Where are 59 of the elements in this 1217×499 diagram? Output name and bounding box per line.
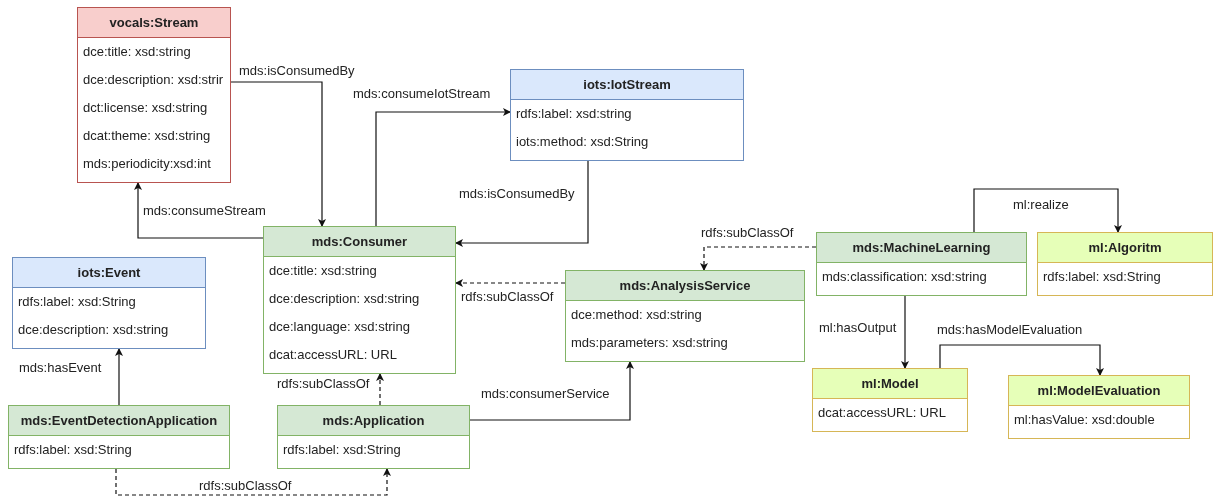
class-box (77, 7, 231, 183)
attribute-text: dce:description: xsd:string (18, 321, 169, 340)
attribute-text: dce:description: xsd:strir (83, 71, 224, 90)
class-name: mds:EventDetectionApplication (9, 406, 229, 436)
arrow (455, 160, 589, 247)
arrow (939, 344, 1104, 376)
class-name: mds:AnalysisService (566, 271, 804, 301)
arrow (230, 81, 326, 227)
attribute-text: mds:classification: xsd:string (822, 268, 987, 287)
edge-label: ml:hasOutput (818, 320, 898, 336)
class-box (1008, 375, 1190, 439)
class-box (263, 226, 456, 374)
class-box (12, 257, 206, 349)
attribute-text: rdfs:label: xsd:String (14, 441, 132, 460)
attribute-text: dcat:theme: xsd:string (83, 127, 211, 146)
attribute-text: dce:description: xsd:string (269, 290, 420, 309)
class-name: ml:ModelEvaluation (1009, 376, 1189, 406)
dashed-arrow (700, 246, 817, 271)
attribute-text: rdfs:label: xsd:String (1043, 268, 1161, 287)
attribute-text: dcat:accessURL: URL (269, 346, 397, 365)
class-box (277, 405, 470, 469)
dashed-arrow (115, 468, 391, 496)
class-box (565, 270, 805, 362)
edge-label: mds:isConsumedBy (458, 186, 576, 202)
class-box (1037, 232, 1213, 296)
attribute-text: rdfs:label: xsd:String (18, 293, 136, 312)
attribute-text: ml:hasValue: xsd:double (1014, 411, 1155, 430)
class-name: mds:Consumer (264, 227, 455, 257)
class-name: ml:Algoritm (1038, 233, 1212, 263)
arrow (134, 182, 264, 239)
attribute-text: dce:title: xsd:string (83, 43, 191, 62)
attribute-text: rdfs:label: xsd:string (516, 105, 632, 124)
attribute-text: dct:license: xsd:string (83, 99, 208, 118)
attribute-text: mds:parameters: xsd:string (571, 334, 728, 353)
edge-label: mds:isConsumedBy (238, 63, 356, 79)
class-box (816, 232, 1027, 296)
arrow (469, 361, 634, 421)
class-name: iots:Event (13, 258, 205, 288)
attribute-text: rdfs:label: xsd:String (283, 441, 401, 460)
class-name: ml:Model (813, 369, 967, 399)
attribute-text: dce:method: xsd:string (571, 306, 702, 325)
arrow (973, 188, 1122, 233)
arrow (375, 108, 511, 227)
class-name: mds:MachineLearning (817, 233, 1026, 263)
class-box (8, 405, 230, 469)
class-name: iots:IotStream (511, 70, 743, 100)
class-box (510, 69, 744, 161)
class-name: mds:Application (278, 406, 469, 436)
class-box (812, 368, 968, 432)
arrow (901, 295, 909, 369)
dashed-arrow (376, 373, 384, 406)
attribute-text: mds:periodicity:xsd:int (83, 155, 211, 174)
attribute-text: iots:method: xsd:String (516, 133, 649, 152)
dashed-arrow (455, 279, 566, 287)
attribute-text: dcat:accessURL: URL (818, 404, 946, 423)
arrow (115, 348, 123, 406)
attribute-text: dce:title: xsd:string (269, 262, 377, 281)
attribute-text: dce:language: xsd:string (269, 318, 410, 337)
class-name: vocals:Stream (78, 8, 230, 38)
